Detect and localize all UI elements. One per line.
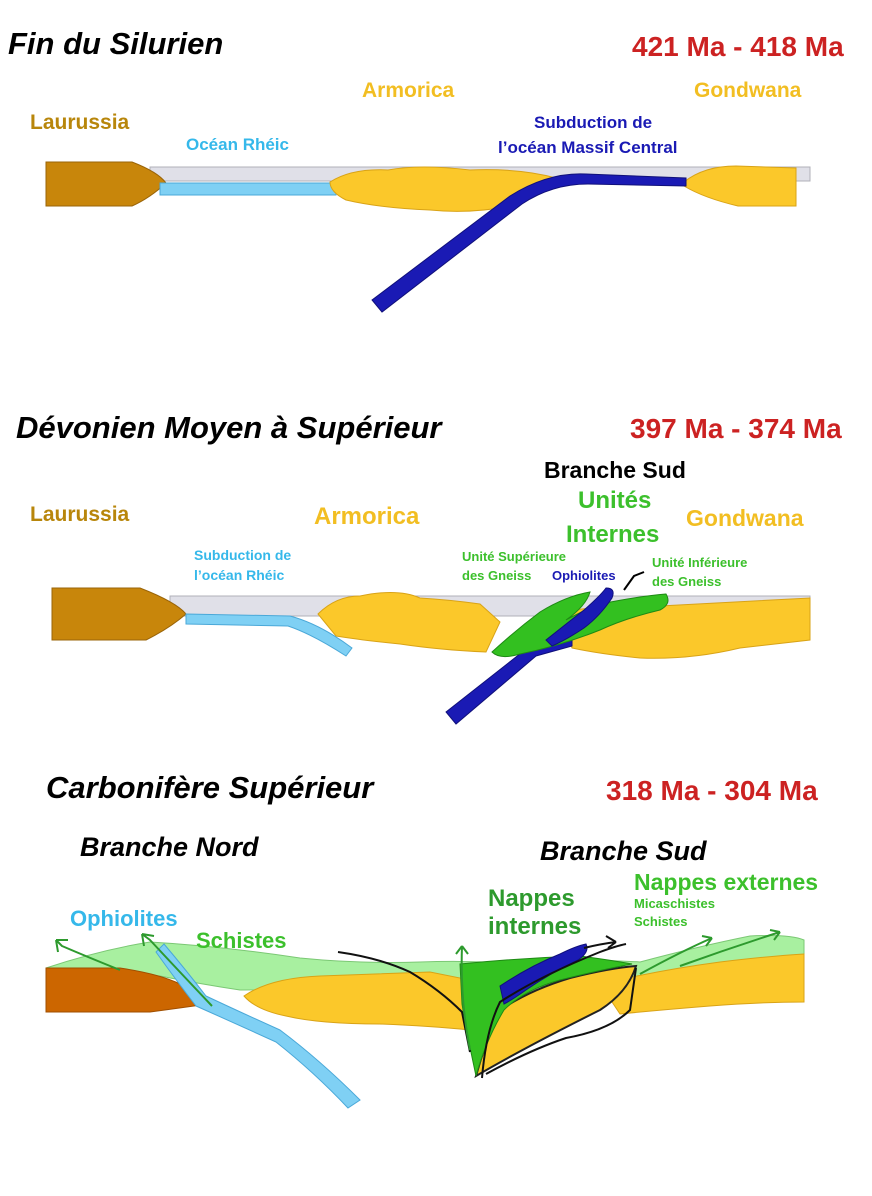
p2-unites-label-1: Unités <box>578 487 651 514</box>
p2-ophiolites-label: Ophiolites <box>552 568 616 583</box>
p2-subduction-label-2: l’océan Rhéic <box>194 567 284 583</box>
panel3-age: 318 Ma - 304 Ma <box>606 775 818 806</box>
thrust-arrow-icon <box>455 945 471 1051</box>
p1-laurussia-label: Laurussia <box>30 111 130 134</box>
panel3-title: Carbonifère Supérieur <box>46 770 375 805</box>
p1-subduction-label-2: l’océan Massif Central <box>498 138 678 157</box>
p1-gondwana-label: Gondwana <box>694 79 802 102</box>
panel-carboniferous: Carbonifère Supérieur 318 Ma - 304 Ma Br… <box>45 770 818 1109</box>
thrust-arrow-icon <box>55 939 121 971</box>
p2-unites-label-2: Internes <box>566 521 659 548</box>
arrow-icon <box>623 571 645 591</box>
p2-armorica-label: Armorica <box>314 503 420 530</box>
fault-line-right <box>485 967 637 1075</box>
rheic-ocean <box>159 182 337 196</box>
thrust-arrow-icon <box>141 933 213 1007</box>
rheic-ocean-slab <box>185 613 353 657</box>
p3-schistes-label: Schistes <box>196 928 287 953</box>
rheic-ophiolite <box>155 943 361 1109</box>
thrust-arrow-icon <box>583 935 617 949</box>
thrust-arrow-icon <box>679 929 781 967</box>
p3-branche-nord-label: Branche Nord <box>80 832 259 862</box>
p2-branche-sud-label: Branche Sud <box>544 457 686 483</box>
p2-laurussia-label: Laurussia <box>30 503 130 526</box>
thrust-arrow-icon <box>639 935 713 975</box>
fault-line-central <box>481 943 627 1079</box>
panel1-age: 421 Ma - 418 Ma <box>632 31 844 62</box>
fault-line-left <box>337 951 471 1053</box>
p1-ocean-label: Océan Rhéic <box>186 135 289 154</box>
p3-ophiolites-label: Ophiolites <box>70 906 178 931</box>
panel-silurian: Fin du Silurien 421 Ma - 418 Ma Laurussi… <box>8 26 844 313</box>
panel-devonian: Dévonien Moyen à Supérieur 397 Ma - 374 … <box>16 410 842 725</box>
p3-schistes-small-label: Schistes <box>634 914 687 929</box>
massif-central-slab <box>371 173 687 313</box>
panel2-age: 397 Ma - 374 Ma <box>630 413 842 444</box>
p3-nappes-int-label-1: Nappes <box>488 885 575 912</box>
p2-subduction-label-1: Subduction de <box>194 547 291 563</box>
p3-nappes-ext-label: Nappes externes <box>634 869 818 895</box>
p2-gondwana-label: Gondwana <box>686 505 804 531</box>
p1-armorica-label: Armorica <box>362 79 455 102</box>
laurussia-block <box>51 587 187 641</box>
gondwana-block <box>683 165 797 207</box>
gondwana-block <box>599 953 805 1015</box>
laurussia-block <box>45 161 167 207</box>
p3-micaschistes-label: Micaschistes <box>634 896 715 911</box>
panel2-title: Dévonien Moyen à Supérieur <box>16 410 443 445</box>
p3-branche-sud-label: Branche Sud <box>540 836 707 866</box>
p2-sup-gneiss-label-1: Unité Supérieure <box>462 549 566 564</box>
armorica-block <box>317 592 501 653</box>
p3-nappes-int-label-2: internes <box>488 913 581 940</box>
p2-inf-gneiss-label-2: des Gneiss <box>652 574 721 589</box>
p2-inf-gneiss-label-1: Unité Inférieure <box>652 555 747 570</box>
ophiolite-slab <box>545 587 614 647</box>
p2-sup-gneiss-label-2: des Gneiss <box>462 568 531 583</box>
panel1-title: Fin du Silurien <box>8 26 223 61</box>
p1-subduction-label-1: Subduction de <box>534 113 652 132</box>
armorica-block <box>243 971 471 1031</box>
